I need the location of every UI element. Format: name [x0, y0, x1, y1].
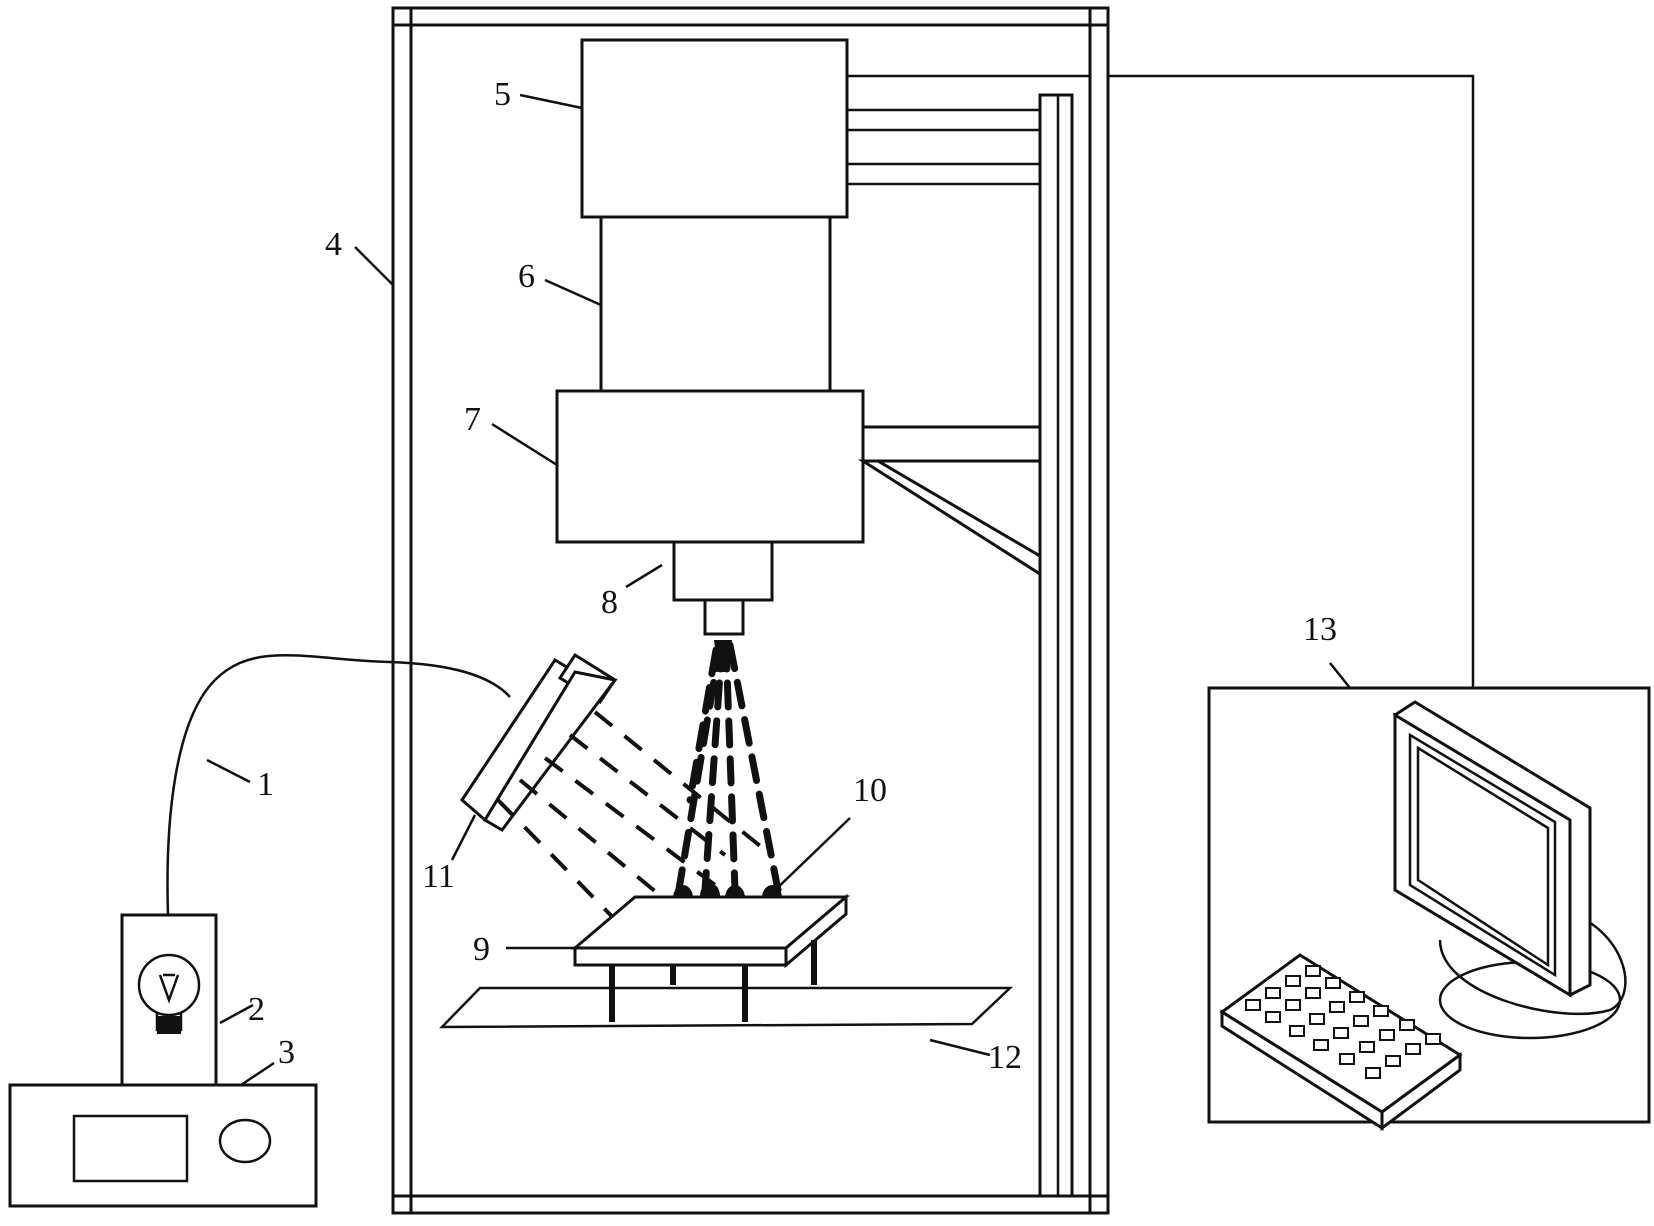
signal-cable [1108, 76, 1473, 688]
label-7: 7 [464, 401, 481, 438]
label-3: 3 [278, 1034, 295, 1071]
label-6: 6 [518, 258, 535, 295]
label-12: 12 [988, 1039, 1022, 1076]
component-5-block [582, 40, 847, 217]
label-8: 8 [601, 584, 618, 621]
label-5: 5 [494, 76, 511, 113]
label-4: 4 [325, 226, 342, 263]
label-11: 11 [422, 858, 455, 895]
component-6-column [601, 217, 830, 391]
component-3-controller [10, 1085, 316, 1206]
label-10: 10 [853, 772, 887, 809]
label-2: 2 [248, 991, 265, 1028]
label-9: 9 [473, 931, 490, 968]
label-1: 1 [257, 766, 274, 803]
label-13: 13 [1303, 611, 1337, 648]
component-7-block [557, 391, 863, 542]
